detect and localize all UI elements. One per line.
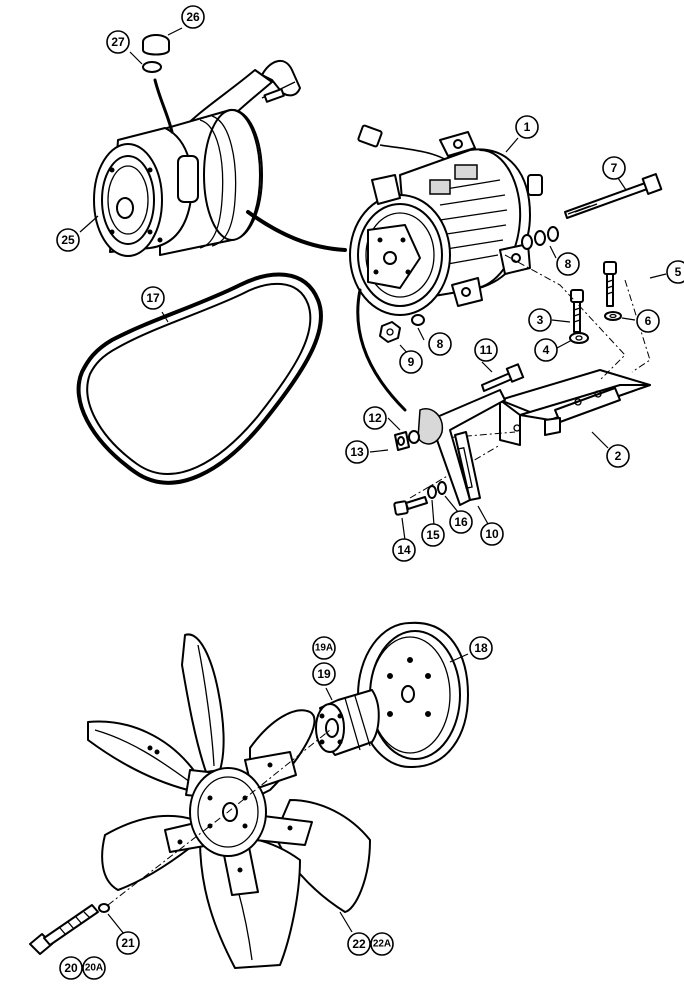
callout-7-label: 7 xyxy=(611,161,618,175)
callout-27-label: 27 xyxy=(111,35,125,49)
callout-13-label: 13 xyxy=(350,445,364,459)
callout-8a: 8 xyxy=(556,252,580,276)
callout-4-label: 4 xyxy=(543,343,550,357)
drive-belt xyxy=(76,272,324,485)
fan-bolt xyxy=(29,903,110,955)
callout-25: 25 xyxy=(56,228,80,252)
callout-17: 17 xyxy=(141,286,165,310)
callout-13: 13 xyxy=(345,440,369,464)
callout-15-label: 15 xyxy=(426,528,440,542)
callout-10-label: 10 xyxy=(485,527,499,541)
callout-16-label: 16 xyxy=(454,515,468,529)
callout-22A-label: 22A xyxy=(373,939,391,950)
callout-22: 22 xyxy=(347,932,371,956)
callout-2-label: 2 xyxy=(615,449,622,463)
callout-1: 1 xyxy=(515,115,539,139)
callout-12: 12 xyxy=(363,406,387,430)
callout-20-label: 20 xyxy=(64,961,78,975)
callout-25-label: 25 xyxy=(61,233,75,247)
cooling-fan xyxy=(87,633,371,969)
callout-9-label: 9 xyxy=(408,355,415,369)
fan-pulley xyxy=(357,621,469,769)
callout-27: 27 xyxy=(106,30,130,54)
callout-6: 6 xyxy=(636,309,660,333)
callout-21-label: 21 xyxy=(121,936,135,950)
callout-11: 11 xyxy=(474,338,498,362)
callout-14-label: 14 xyxy=(397,543,411,557)
callout-3: 3 xyxy=(528,308,552,332)
callout-8a-label: 8 xyxy=(565,257,572,271)
callout-22-label: 22 xyxy=(352,937,366,951)
callout-9: 9 xyxy=(399,350,423,374)
main-compressor xyxy=(349,124,543,412)
callout-6-label: 6 xyxy=(645,314,652,328)
callout-16: 16 xyxy=(449,510,473,534)
callout-17-label: 17 xyxy=(146,291,160,305)
callout-21: 21 xyxy=(116,931,140,955)
fan-spacer xyxy=(315,689,380,756)
callout-8b: 8 xyxy=(428,332,452,356)
callout-20A: 20A xyxy=(82,956,106,980)
alternate-compressor xyxy=(93,34,347,257)
callout-15: 15 xyxy=(421,523,445,547)
callout-20: 20 xyxy=(59,956,83,980)
callout-4: 4 xyxy=(534,338,558,362)
callout-1-label: 1 xyxy=(524,120,531,134)
callout-leaders xyxy=(79,27,667,935)
callout-19-label: 19 xyxy=(317,667,331,681)
callout-10: 10 xyxy=(480,522,504,546)
callout-20A-label: 20A xyxy=(85,963,103,974)
callout-18-label: 18 xyxy=(474,641,488,655)
callout-8b-label: 8 xyxy=(437,337,444,351)
mounting-bracket xyxy=(379,254,651,516)
callout-5: 5 xyxy=(666,260,684,284)
callout-19: 19 xyxy=(312,662,336,686)
callout-18: 18 xyxy=(469,636,493,660)
callout-22A: 22A xyxy=(370,932,394,956)
callout-7: 7 xyxy=(602,156,626,180)
callout-11-label: 11 xyxy=(480,343,493,357)
callout-14: 14 xyxy=(392,538,416,562)
callout-19A-label: 19A xyxy=(315,643,333,654)
callout-5-label: 5 xyxy=(675,265,682,279)
callout-3-label: 3 xyxy=(537,313,544,327)
bolt-7-and-washers xyxy=(411,173,663,326)
callout-26: 26 xyxy=(181,5,205,29)
callout-26-label: 26 xyxy=(186,10,200,24)
callout-19A: 19A xyxy=(312,636,336,660)
callout-12-label: 12 xyxy=(368,411,382,425)
callout-2: 2 xyxy=(606,444,630,468)
bolts-3-5 xyxy=(569,261,622,344)
